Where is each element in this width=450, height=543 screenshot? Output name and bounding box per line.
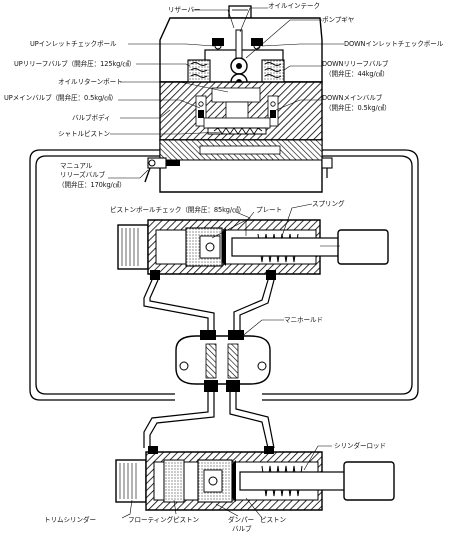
label-manifold: マニホールド bbox=[284, 316, 323, 324]
label-manual-release-valve-2: リリーズバルブ bbox=[60, 171, 106, 179]
label-spring: スプリング bbox=[312, 200, 345, 208]
label-pump-gear: ポンプギヤ bbox=[322, 16, 355, 24]
label-shuttle-piston: シャトルピストン bbox=[58, 130, 110, 138]
leader-lines bbox=[108, 7, 344, 519]
label-damper-valve-2: バルブ bbox=[232, 525, 252, 533]
label-down-relief-valve: DOWNリリーフバルブ bbox=[322, 60, 389, 68]
label-manual-release-valve: マニュアル bbox=[60, 162, 93, 170]
return-pipe-loop bbox=[29, 149, 419, 401]
label-floating-piston: フローティングピストン bbox=[128, 516, 200, 524]
label-cylinder-rod: シリンダーロッド bbox=[334, 442, 386, 450]
label-valve-body: バルブボディ bbox=[72, 114, 111, 122]
lower-feed-pipes bbox=[143, 392, 275, 449]
upper-feed-pipes bbox=[143, 279, 275, 330]
label-damper-valve: ダンパー bbox=[228, 516, 254, 524]
label-manual-release-valve-pressure: （開弁圧：170kg/㎠） bbox=[58, 181, 126, 189]
label-up-relief-valve: UPリリーフバルブ（開弁圧：125kg/㎠） bbox=[14, 60, 136, 68]
manifold bbox=[175, 330, 271, 392]
label-up-inlet-check-ball: UPインレットチェックボール bbox=[30, 40, 117, 48]
tilt-cylinder bbox=[117, 219, 389, 280]
label-piston: ピストン bbox=[260, 516, 286, 524]
label-down-relief-valve-pressure: （開弁圧：44kg/㎠） bbox=[325, 70, 389, 78]
trim-cylinder bbox=[115, 446, 395, 511]
label-oil-inlet-filter: オイルインテーク bbox=[268, 2, 320, 10]
label-down-main-valve-pressure: （開弁圧：0.5kg/㎠） bbox=[325, 104, 391, 112]
label-up-main-valve: UPメインバルブ（開弁圧：0.5kg/㎠） bbox=[4, 94, 118, 102]
label-down-inlet-check-ball: DOWNインレットチェックボール bbox=[344, 40, 444, 48]
label-plate: プレート bbox=[256, 206, 282, 214]
pump-reservoir-block bbox=[144, 5, 333, 193]
label-piston-ball-check: ピストンボールチェック（開弁圧：85kg/㎠） bbox=[110, 206, 246, 214]
label-trim-cylinder: トリムシリンダー bbox=[44, 516, 96, 524]
label-down-main-valve: DOWNメインバルブ bbox=[322, 94, 383, 102]
label-reservoir: リザーバー bbox=[168, 6, 201, 14]
label-oil-return-port: オイルリターンポート bbox=[58, 78, 123, 86]
